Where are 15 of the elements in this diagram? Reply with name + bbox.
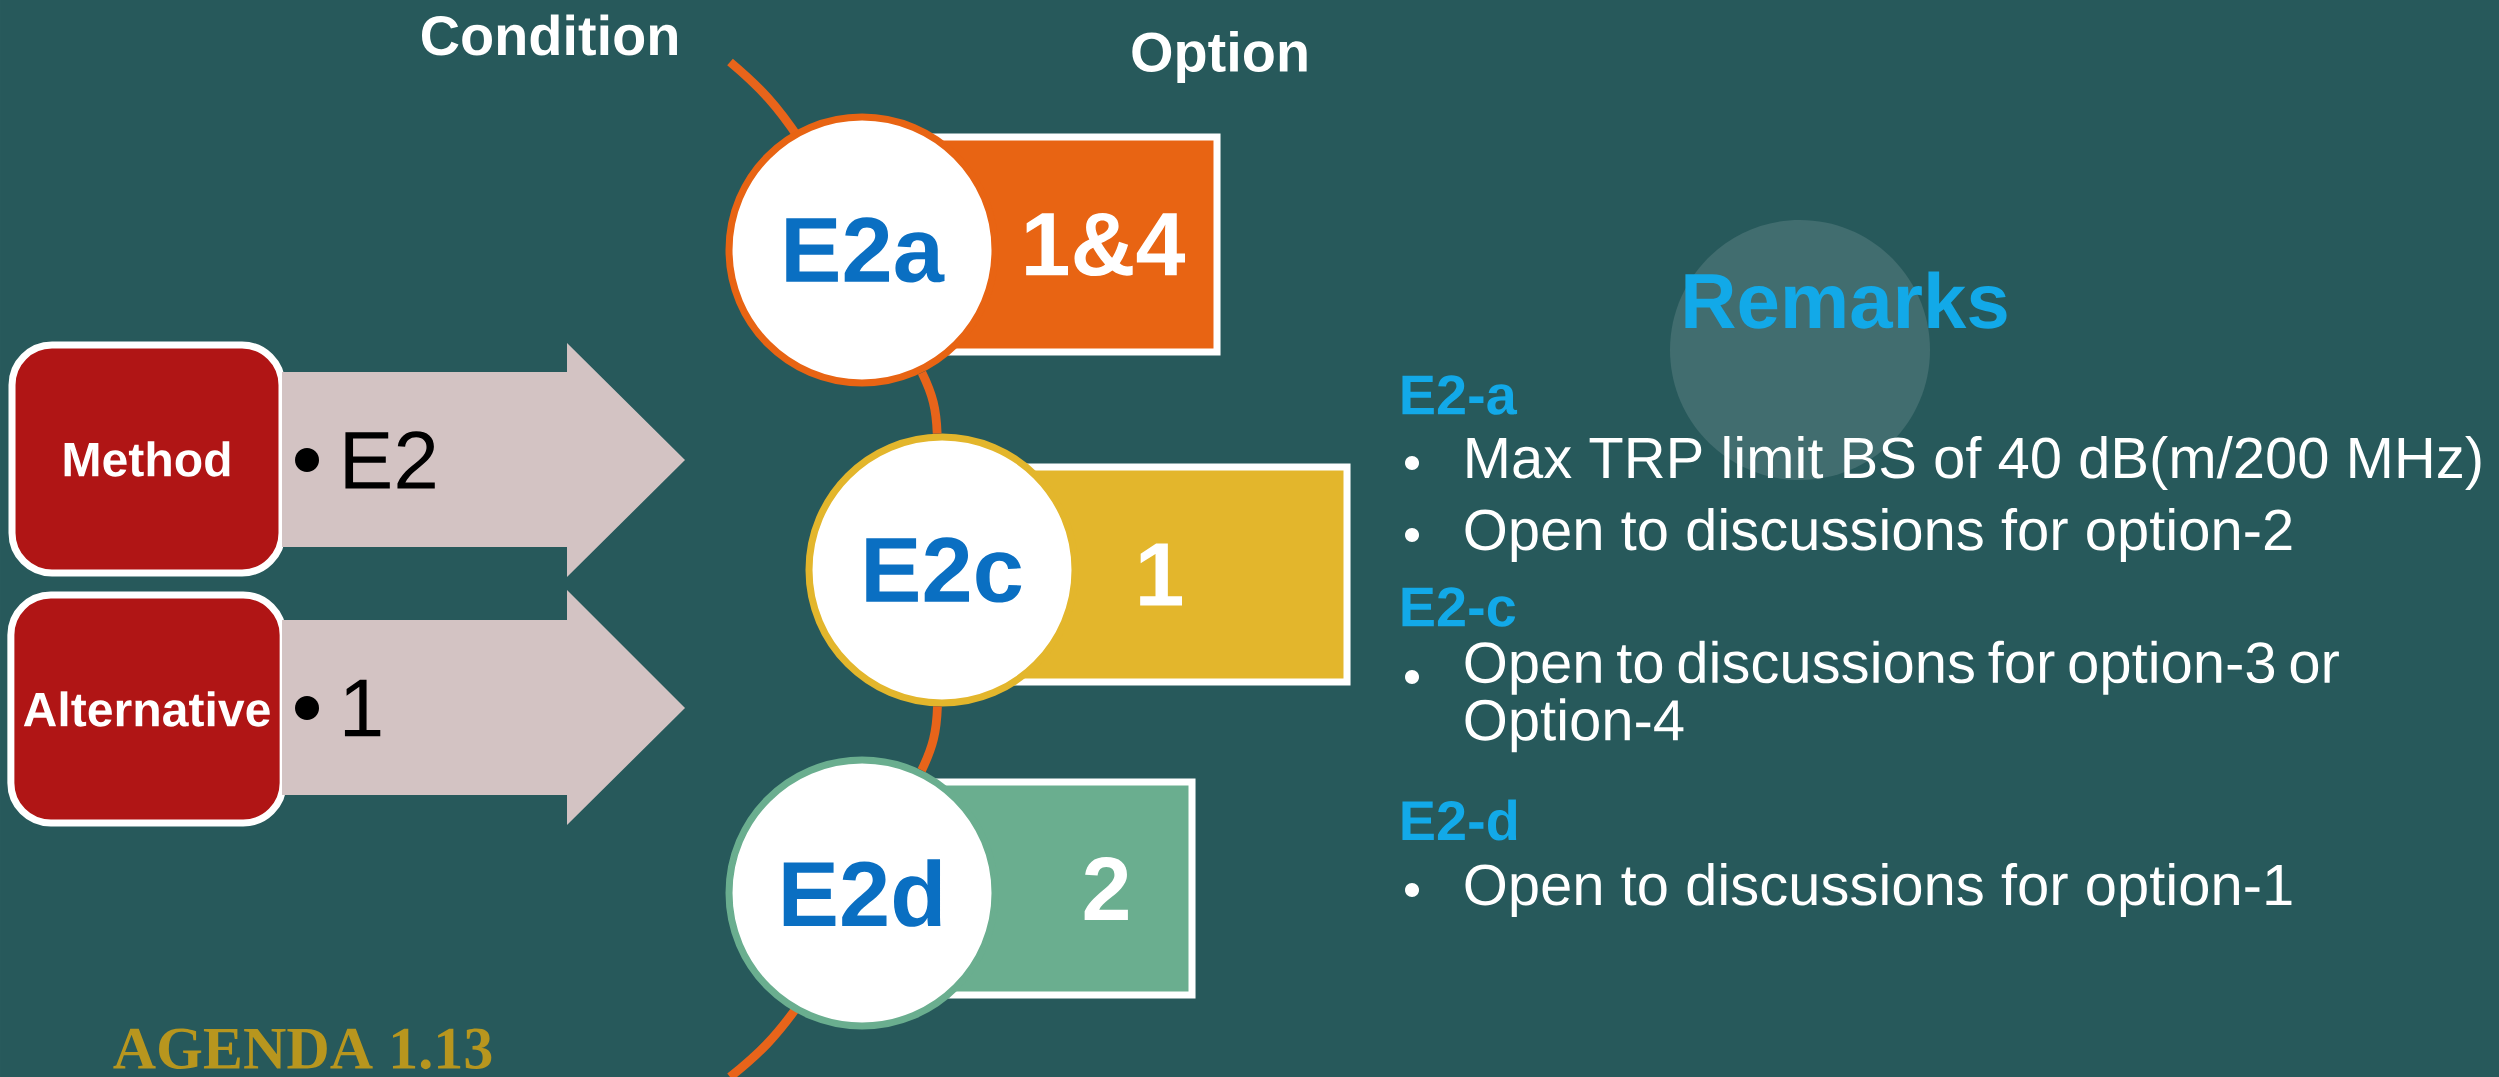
remark-text: Open to discussions for option-2 (1465, 508, 2292, 562)
arc-line (917, 370, 942, 434)
arc-line (917, 706, 942, 773)
remark-heading: E2-d (1402, 799, 1517, 841)
remark-text: Max TRP limit BS of 40 dB(m/200 MHz) (1467, 436, 2481, 490)
column-heading: Option (1132, 30, 1307, 83)
remarks-heading: Remarks (1685, 271, 2007, 329)
remark-heading: E2-c (1402, 587, 1516, 627)
remark-heading: E2-a (1402, 375, 1518, 415)
column-heading: Condition (422, 14, 677, 56)
label-box: Alternative (7, 591, 287, 827)
remark-text: Open to discussions for option-3 or Option-4 (1465, 640, 2339, 753)
label-box: Method (8, 341, 286, 577)
agenda-title: AGENDA 1.13 (113, 1028, 492, 1070)
remark-text: Open to discussions for option-1 (1465, 863, 2292, 917)
